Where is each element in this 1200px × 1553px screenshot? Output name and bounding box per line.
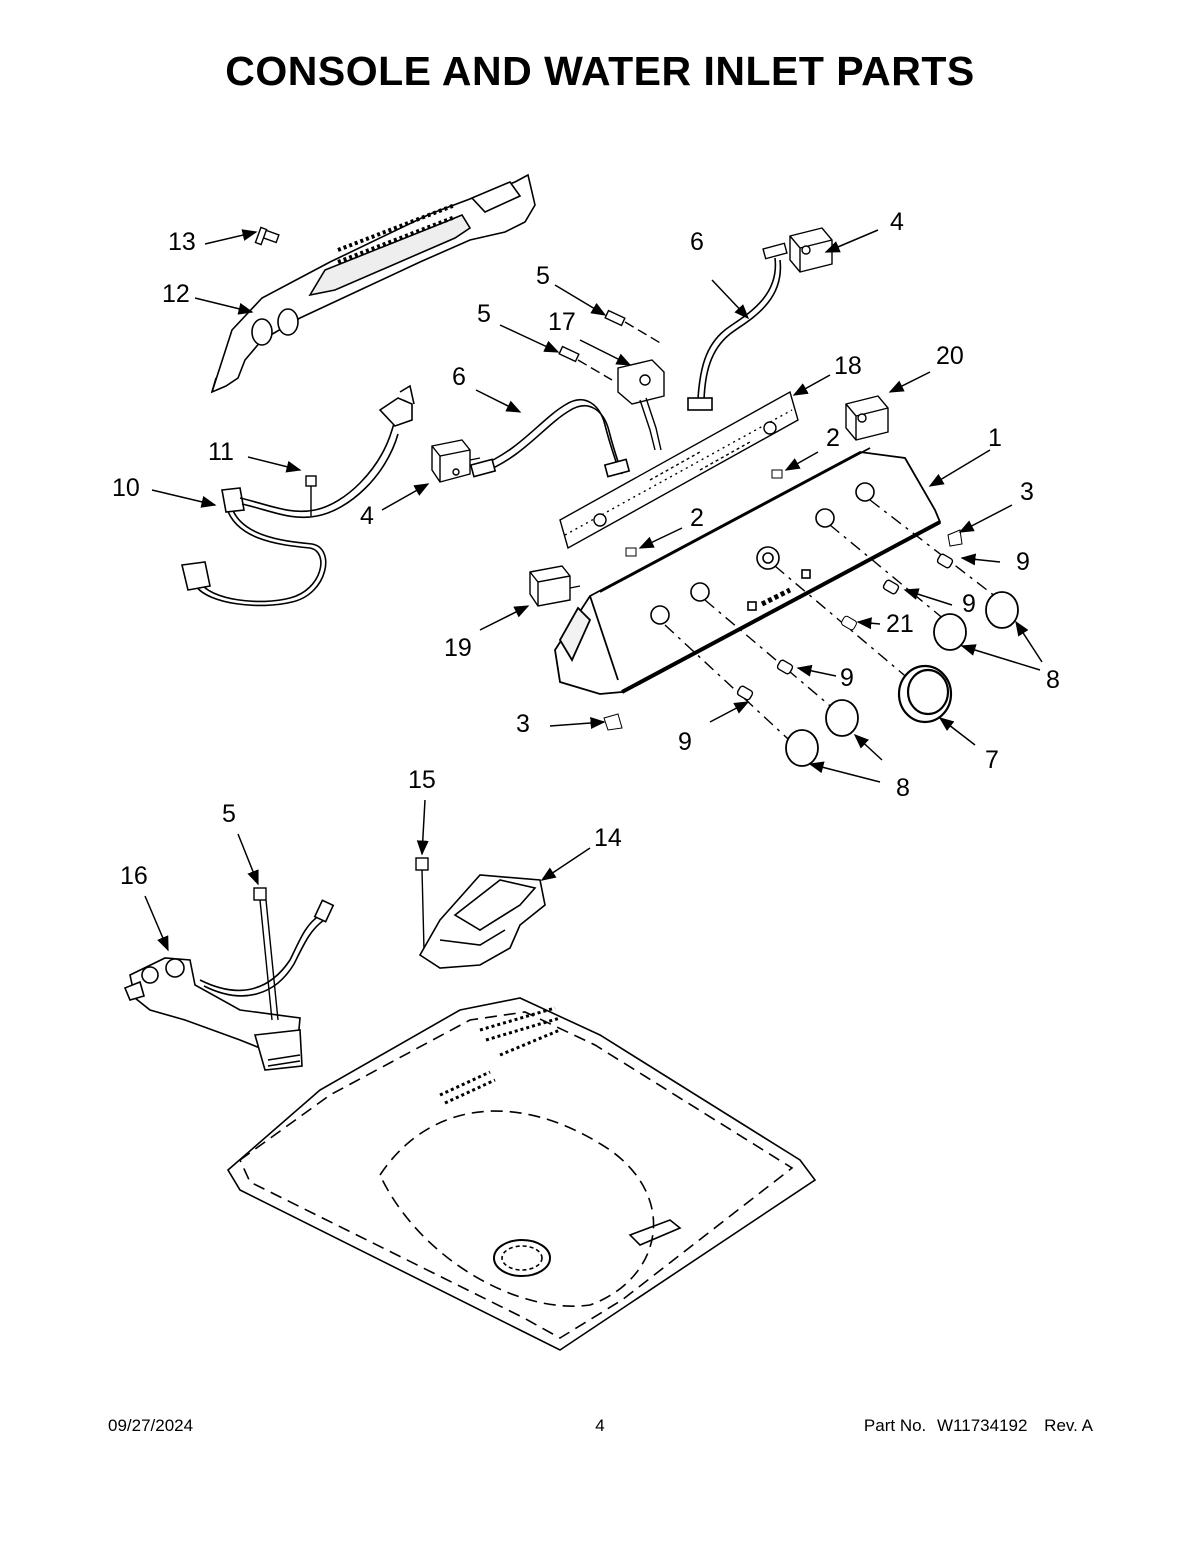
callout-10: 10 — [112, 474, 140, 502]
footer-date: 09/27/2024 — [108, 1416, 194, 1435]
callout-9-d: 9 — [678, 728, 692, 756]
screw-11 — [305, 475, 317, 516]
callout-12: 12 — [162, 280, 190, 308]
callout-9-a: 9 — [1016, 548, 1030, 576]
callout-14: 14 — [594, 824, 622, 852]
callout-6-right: 6 — [690, 228, 704, 256]
top-panel-details — [439, 1006, 561, 1105]
callout-4-left: 4 — [360, 502, 374, 530]
page-title: CONSOLE AND WATER INLET PARTS — [225, 48, 975, 94]
callout-2-lower: 2 — [690, 504, 704, 532]
callout-21: 21 — [886, 610, 914, 638]
screw-15 — [415, 857, 429, 951]
wire-harness-6-right — [687, 257, 782, 411]
callout-15: 15 — [408, 766, 436, 794]
footer-page-number: 4 — [595, 1416, 605, 1435]
callout-3-left: 3 — [516, 710, 530, 738]
callout-arrows — [144, 229, 1043, 952]
spacer-21 — [841, 615, 857, 631]
switch-20 — [845, 395, 889, 441]
callout-5-lower: 5 — [222, 800, 236, 828]
part-number-label: Part No. — [863, 1416, 927, 1435]
switch-4-right — [762, 227, 833, 273]
callout-16: 16 — [120, 862, 148, 890]
callout-13: 13 — [168, 228, 196, 256]
switch-19 — [529, 565, 581, 607]
clip-2-upper — [771, 469, 783, 479]
rear-console-panel — [210, 173, 536, 394]
callout-numbers: 1 2 2 3 3 4 4 5 5 5 6 6 7 8 8 9 9 9 9 10… — [112, 208, 1060, 890]
console-knob-mounts — [650, 482, 875, 625]
clip-2-lower — [625, 547, 637, 557]
control-board-18 — [559, 390, 799, 550]
callout-9-b: 9 — [962, 590, 976, 618]
spacers-9 — [736, 553, 954, 701]
power-cord — [181, 384, 415, 607]
cycle-knob-7 — [897, 664, 953, 724]
water-inlet-valve-16 — [123, 899, 335, 1071]
console-1 — [554, 447, 942, 695]
callout-1: 1 — [988, 424, 1002, 452]
callout-7: 7 — [985, 746, 999, 774]
knobs-8 — [785, 591, 1019, 767]
callout-4-right: 4 — [890, 208, 904, 236]
callout-11: 11 — [208, 438, 234, 466]
screw-5-upper — [604, 309, 663, 345]
screw-13 — [254, 226, 280, 246]
clip-3-left — [603, 713, 623, 731]
callout-20: 20 — [936, 342, 964, 370]
callout-18: 18 — [834, 352, 862, 380]
wire-harness-6-left — [469, 399, 631, 478]
callout-6-left: 6 — [452, 363, 466, 391]
callout-8-right: 8 — [1046, 666, 1060, 694]
callout-17: 17 — [548, 308, 576, 336]
callout-2-upper: 2 — [826, 424, 840, 452]
footer-part-info: Part No. W11734192 Rev. A — [858, 1416, 1093, 1436]
top-panel — [226, 997, 817, 1351]
clip-3-right — [947, 529, 963, 547]
callout-9-c: 9 — [840, 664, 854, 692]
callout-8-lower: 8 — [896, 774, 910, 802]
callout-3-right: 3 — [1020, 478, 1034, 506]
bracket-17 — [617, 359, 665, 451]
part-number: W11734192 — [937, 1416, 1028, 1435]
bracket-14 — [418, 874, 546, 969]
callout-5-top: 5 — [536, 262, 550, 290]
revision: Rev. A — [1044, 1416, 1093, 1435]
callout-5-mid: 5 — [477, 300, 491, 328]
screw-5-mid — [558, 345, 613, 381]
switch-4-left — [431, 439, 481, 483]
screw-5-lower — [253, 887, 279, 1021]
callout-19: 19 — [444, 634, 472, 662]
